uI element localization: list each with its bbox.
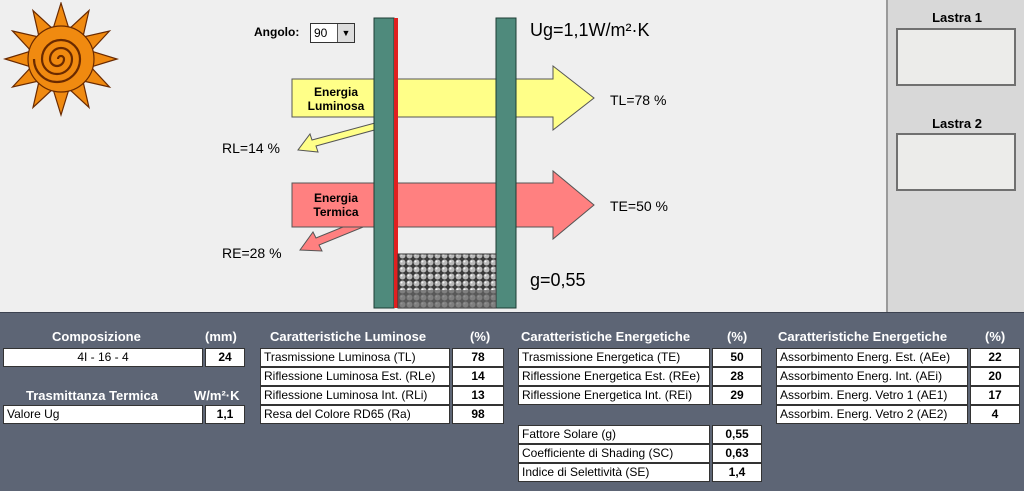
lastre-panel: Lastra 1 Lastra 2 [886, 0, 1024, 312]
indice-selettivita-label: Indice di Selettività (SE) [518, 463, 710, 482]
coefficiente-shading-value: 0,63 [712, 444, 762, 463]
te-label: TE=50 % [610, 198, 668, 214]
energetiche-2-row-3-value: 4 [970, 405, 1020, 424]
ug-label: Ug=1,1W/m²·K [530, 20, 650, 40]
trasmittanza-header: Trasmittanza Termica [26, 388, 158, 403]
fattore-solare-label: Fattore Solare (g) [518, 425, 710, 444]
luminose-row-3-label: Resa del Colore RD65 (Ra) [260, 405, 450, 424]
valore-ug-label: Valore Ug [3, 405, 203, 424]
lastra-1-box[interactable] [896, 28, 1016, 86]
lastra-2-label: Lastra 2 [932, 116, 982, 131]
energia-luminosa-label: Energia Luminosa [307, 85, 365, 113]
energetiche-2-row-1-value: 20 [970, 367, 1020, 386]
energetiche-2-unit: (%) [985, 329, 1006, 344]
chevron-down-icon[interactable]: ▼ [337, 24, 354, 42]
composizione-unit: (mm) [205, 329, 237, 344]
energetiche-1-row-2-value: 29 [712, 386, 762, 405]
luminose-row-1-label: Riflessione Luminosa Est. (RLe) [260, 367, 450, 386]
tl-label: TL=78 % [610, 92, 667, 108]
thermal-arrow [291, 169, 595, 241]
glass-pane-2 [495, 17, 517, 309]
energetiche-2-row-0-value: 22 [970, 348, 1020, 367]
rl-label: RL=14 % [222, 140, 280, 156]
composizione-thickness: 24 [205, 348, 245, 367]
energetiche-1-row-0-label: Trasmissione Energetica (TE) [518, 348, 710, 367]
glazing-diagram [291, 17, 595, 309]
luminose-row-3-value: 98 [452, 405, 504, 424]
indice-selettivita-value: 1,4 [712, 463, 762, 482]
luminose-row-0-label: Trasmissione Luminosa (TL) [260, 348, 450, 367]
valore-ug-value: 1,1 [205, 405, 245, 424]
results-panel: Composizione (mm) 4I - 16 - 4 24 Trasmit… [0, 312, 1024, 491]
light-arrow [291, 64, 595, 132]
luminose-header: Caratteristiche Luminose [270, 329, 427, 344]
trasmittanza-unit: W/m²·K [194, 388, 240, 403]
g-label: g=0,55 [530, 270, 586, 290]
energetiche-1-row-0-value: 50 [712, 348, 762, 367]
energetiche-1-header: Caratteristiche Energetiche [521, 329, 691, 344]
luminose-row-2-label: Riflessione Luminosa Int. (RLi) [260, 386, 450, 405]
luminose-row-0-value: 78 [452, 348, 504, 367]
re-label: RE=28 % [222, 245, 282, 261]
energetiche-1-row-1-value: 28 [712, 367, 762, 386]
energetiche-2-row-2-label: Assorbim. Energ. Vetro 1 (AE1) [776, 386, 968, 405]
luminose-row-1-value: 14 [452, 367, 504, 386]
luminose-unit: (%) [470, 329, 491, 344]
lastra-1-label: Lastra 1 [932, 10, 982, 25]
low-e-coating [394, 18, 398, 308]
energetiche-1-row-2-label: Riflessione Energetica Int. (REi) [518, 386, 710, 405]
spacer-sealant [398, 290, 496, 308]
energetiche-2-row-3-label: Assorbim. Energ. Vetro 2 (AE2) [776, 405, 968, 424]
sun-icon [2, 2, 120, 117]
lastra-2-box[interactable] [896, 133, 1016, 191]
rl-arrow [297, 122, 379, 153]
angolo-select[interactable]: 90 ▼ [310, 23, 355, 43]
energetiche-2-row-0-label: Assorbimento Energ. Est. (AEe) [776, 348, 968, 367]
angolo-label: Angolo: [254, 25, 300, 39]
composizione-value: 4I - 16 - 4 [3, 348, 203, 367]
angolo-value: 90 [314, 26, 328, 40]
energetiche-2-header: Caratteristiche Energetiche [778, 329, 948, 344]
coefficiente-shading-label: Coefficiente di Shading (SC) [518, 444, 710, 463]
energetiche-2-row-2-value: 17 [970, 386, 1020, 405]
energetiche-1-row-1-label: Riflessione Energetica Est. (REe) [518, 367, 710, 386]
luminose-row-2-value: 13 [452, 386, 504, 405]
energia-termica-label: Energia Termica [313, 191, 359, 219]
energetiche-1-unit: (%) [727, 329, 748, 344]
energetiche-2-row-1-label: Assorbimento Energ. Int. (AEi) [776, 367, 968, 386]
diagram-area: Angolo: 90 ▼ Energia Luminosa [2, 2, 668, 309]
glass-pane-1 [373, 17, 395, 309]
composizione-header: Composizione [52, 329, 141, 344]
fattore-solare-value: 0,55 [712, 425, 762, 444]
